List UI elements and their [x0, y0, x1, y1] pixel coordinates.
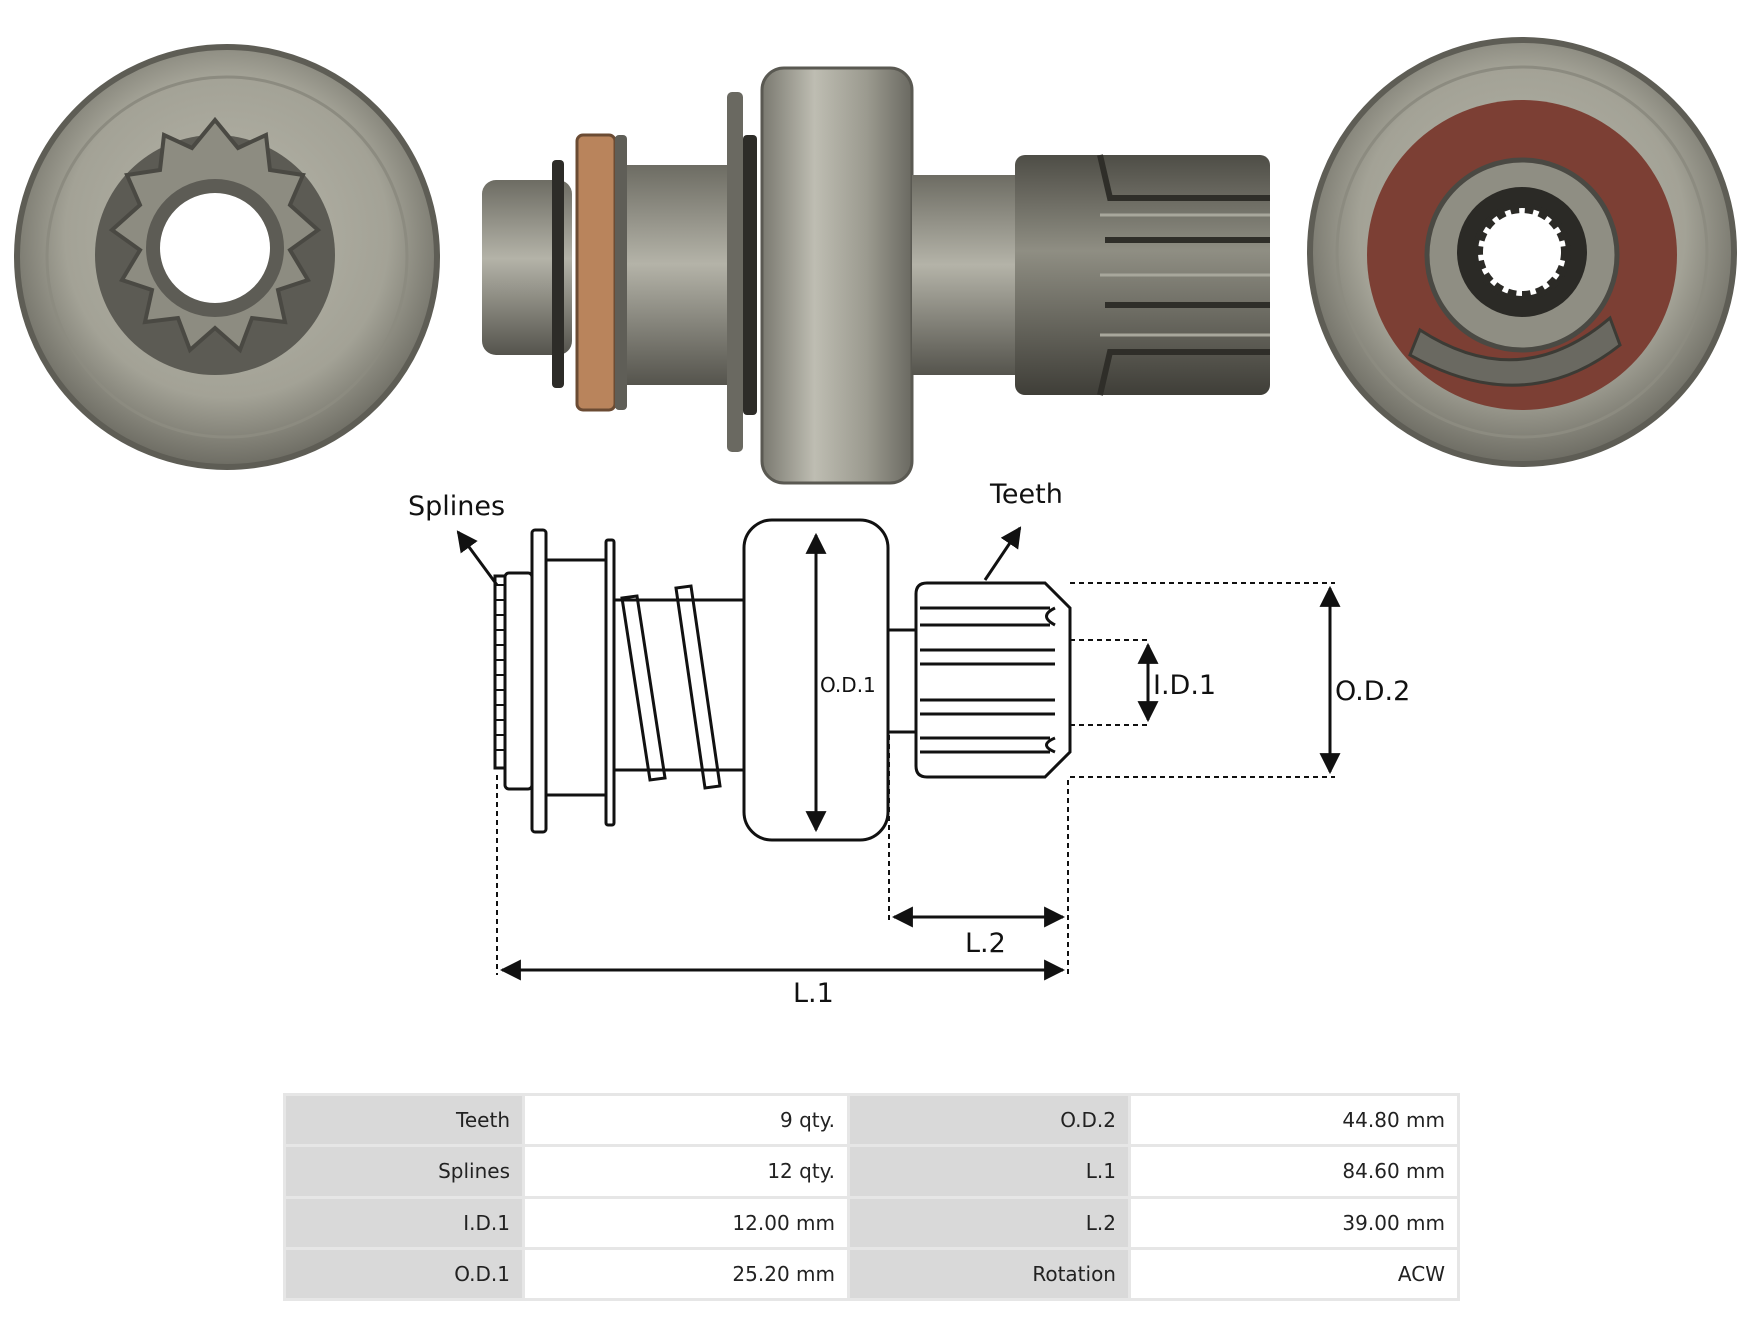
spline-ticks: [495, 584, 505, 751]
spec-label: L.1: [850, 1147, 1128, 1196]
spec-label: Rotation: [850, 1249, 1128, 1298]
table-row: Splines 12 qty. L.1 84.60 mm: [286, 1147, 1457, 1196]
spec-value: 12.00 mm: [525, 1198, 847, 1247]
label-teeth: Teeth: [989, 479, 1063, 510]
photo-drive-side-view: [482, 66, 1270, 485]
label-od1: O.D.1: [820, 673, 876, 697]
spec-value: 12 qty.: [525, 1147, 847, 1196]
table-row: O.D.1 25.20 mm Rotation ACW: [286, 1249, 1457, 1298]
spec-label: I.D.1: [286, 1198, 522, 1247]
spec-label: O.D.1: [286, 1249, 522, 1298]
label-splines: Splines: [408, 491, 505, 522]
spec-value: ACW: [1131, 1249, 1457, 1298]
spec-table: Teeth 9 qty. O.D.2 44.80 mm Splines 12 q…: [283, 1093, 1460, 1301]
photo-spline-end-view: [1307, 37, 1737, 467]
spec-value: 44.80 mm: [1131, 1096, 1457, 1145]
spec-label: L.2: [850, 1198, 1128, 1247]
drive-outline: [493, 518, 1072, 842]
label-od2: O.D.2: [1335, 676, 1410, 707]
spline-bore-icon: [1473, 203, 1571, 301]
spec-label: Teeth: [286, 1096, 522, 1145]
product-photos: [14, 37, 1737, 485]
spec-value: 9 qty.: [525, 1096, 847, 1145]
label-l2: L.2: [965, 928, 1006, 959]
spec-value: 39.00 mm: [1131, 1198, 1457, 1247]
spec-value: 84.60 mm: [1131, 1147, 1457, 1196]
table-row: Teeth 9 qty. O.D.2 44.80 mm: [286, 1096, 1457, 1145]
label-l1: L.1: [793, 978, 834, 1009]
dimension-arrows: [456, 526, 1341, 981]
extension-lines: [496, 582, 1335, 975]
photo-pinion-end-view: [14, 44, 440, 470]
spring-coils: [620, 584, 722, 790]
spec-value: 25.20 mm: [525, 1249, 847, 1298]
circlip-icon: [1408, 315, 1622, 387]
label-id1: I.D.1: [1153, 670, 1216, 701]
pinion-tooth-lines: [920, 606, 1056, 754]
dimension-diagram: Splines Teeth O.D.1 I.D.1 O.D.2 L.2 L.1: [408, 479, 1410, 1009]
spec-label: Splines: [286, 1147, 522, 1196]
table-row: I.D.1 12.00 mm L.2 39.00 mm: [286, 1198, 1457, 1247]
spec-label: O.D.2: [850, 1096, 1128, 1145]
